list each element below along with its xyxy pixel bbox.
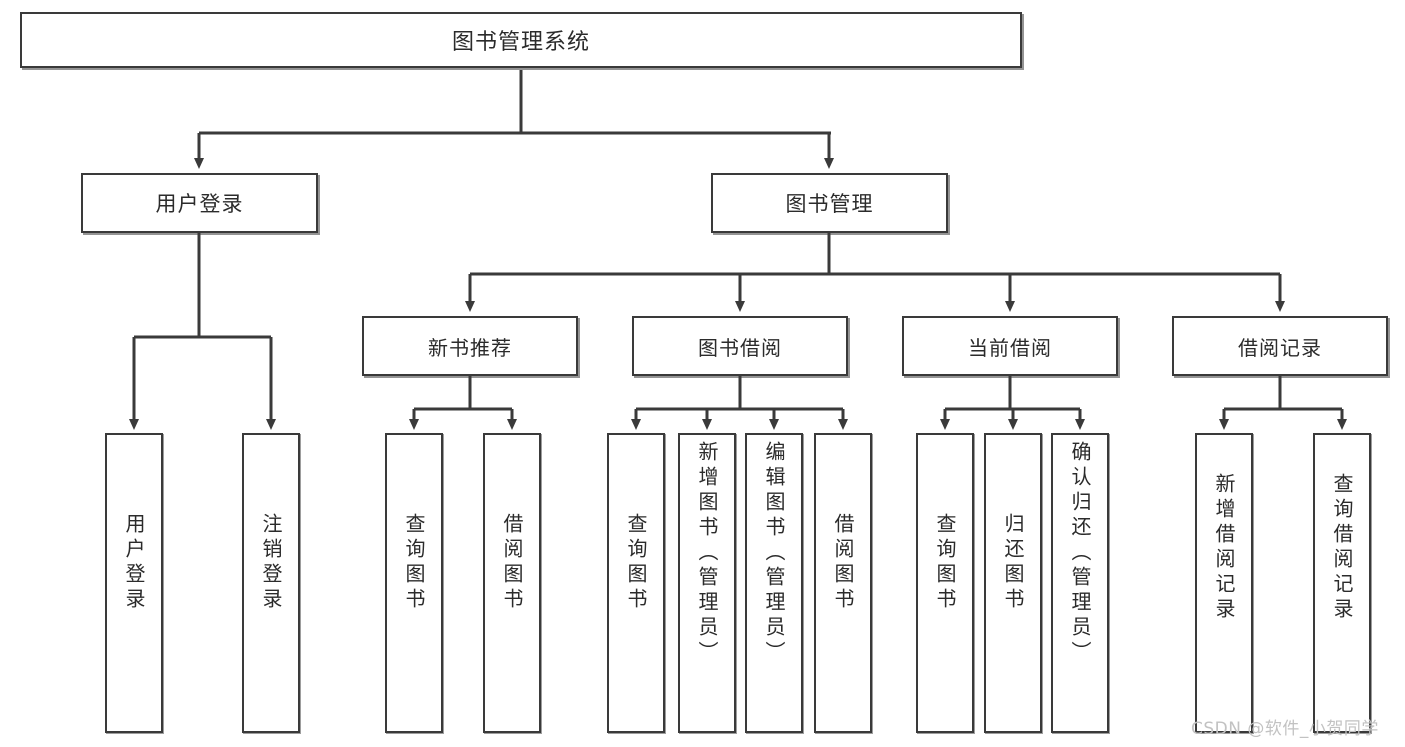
node-label: 查询图书: [624, 513, 648, 613]
node-label: 当前借阅: [968, 335, 1052, 360]
node-label: 新书推荐: [428, 335, 512, 360]
node-label: 借阅记录: [1238, 335, 1322, 360]
node-leaf-query-borrow-record[interactable]: 查询借阅记录: [1313, 433, 1371, 733]
node-label: 借阅图书: [831, 513, 855, 613]
node-leaf-query-book-borrow[interactable]: 查询图书: [607, 433, 665, 733]
csdn-watermark: CSDN @软件_小贺同学: [1191, 719, 1379, 739]
node-label: 用户登录: [155, 192, 244, 216]
node-leaf-query-book-current[interactable]: 查询图书: [916, 433, 974, 733]
node-leaf-add-borrow-record[interactable]: 新增借阅记录: [1195, 433, 1253, 733]
node-leaf-query-book-recommend[interactable]: 查询图书: [385, 433, 443, 733]
node-label: 确认归还（管理员）: [1068, 441, 1092, 666]
node-label: 图书管理: [785, 192, 874, 216]
node-label: 图书管理系统: [451, 30, 590, 55]
node-leaf-borrow-book[interactable]: 借阅图书: [814, 433, 872, 733]
node-book-manage[interactable]: 图书管理: [711, 173, 948, 233]
node-label: 图书借阅: [698, 335, 782, 360]
node-user-login[interactable]: 用户登录: [81, 173, 318, 233]
node-label: 查询图书: [933, 513, 957, 613]
node-new-book-recommend[interactable]: 新书推荐: [362, 316, 578, 376]
node-label: 编辑图书（管理员）: [762, 441, 786, 666]
node-leaf-add-book[interactable]: 新增图书（管理员）: [678, 433, 736, 733]
node-root-system[interactable]: 图书管理系统: [20, 12, 1022, 68]
node-leaf-user-login[interactable]: 用户登录: [105, 433, 163, 733]
node-leaf-borrow-book-recommend[interactable]: 借阅图书: [483, 433, 541, 733]
node-label: 归还图书: [1001, 513, 1025, 613]
node-label: 新增图书（管理员）: [695, 441, 719, 666]
node-label: 查询图书: [402, 513, 426, 613]
node-book-borrow[interactable]: 图书借阅: [632, 316, 848, 376]
node-leaf-logout[interactable]: 注销登录: [242, 433, 300, 733]
node-label: 借阅图书: [500, 513, 524, 613]
node-label: 查询借阅记录: [1330, 473, 1354, 623]
node-label: 注销登录: [259, 513, 283, 613]
node-leaf-return-book[interactable]: 归还图书: [984, 433, 1042, 733]
node-label: 用户登录: [122, 513, 146, 613]
node-current-borrow[interactable]: 当前借阅: [902, 316, 1118, 376]
node-borrow-record[interactable]: 借阅记录: [1172, 316, 1388, 376]
node-leaf-edit-book[interactable]: 编辑图书（管理员）: [745, 433, 803, 733]
node-leaf-confirm-return[interactable]: 确认归还（管理员）: [1051, 433, 1109, 733]
node-label: 新增借阅记录: [1212, 473, 1236, 623]
